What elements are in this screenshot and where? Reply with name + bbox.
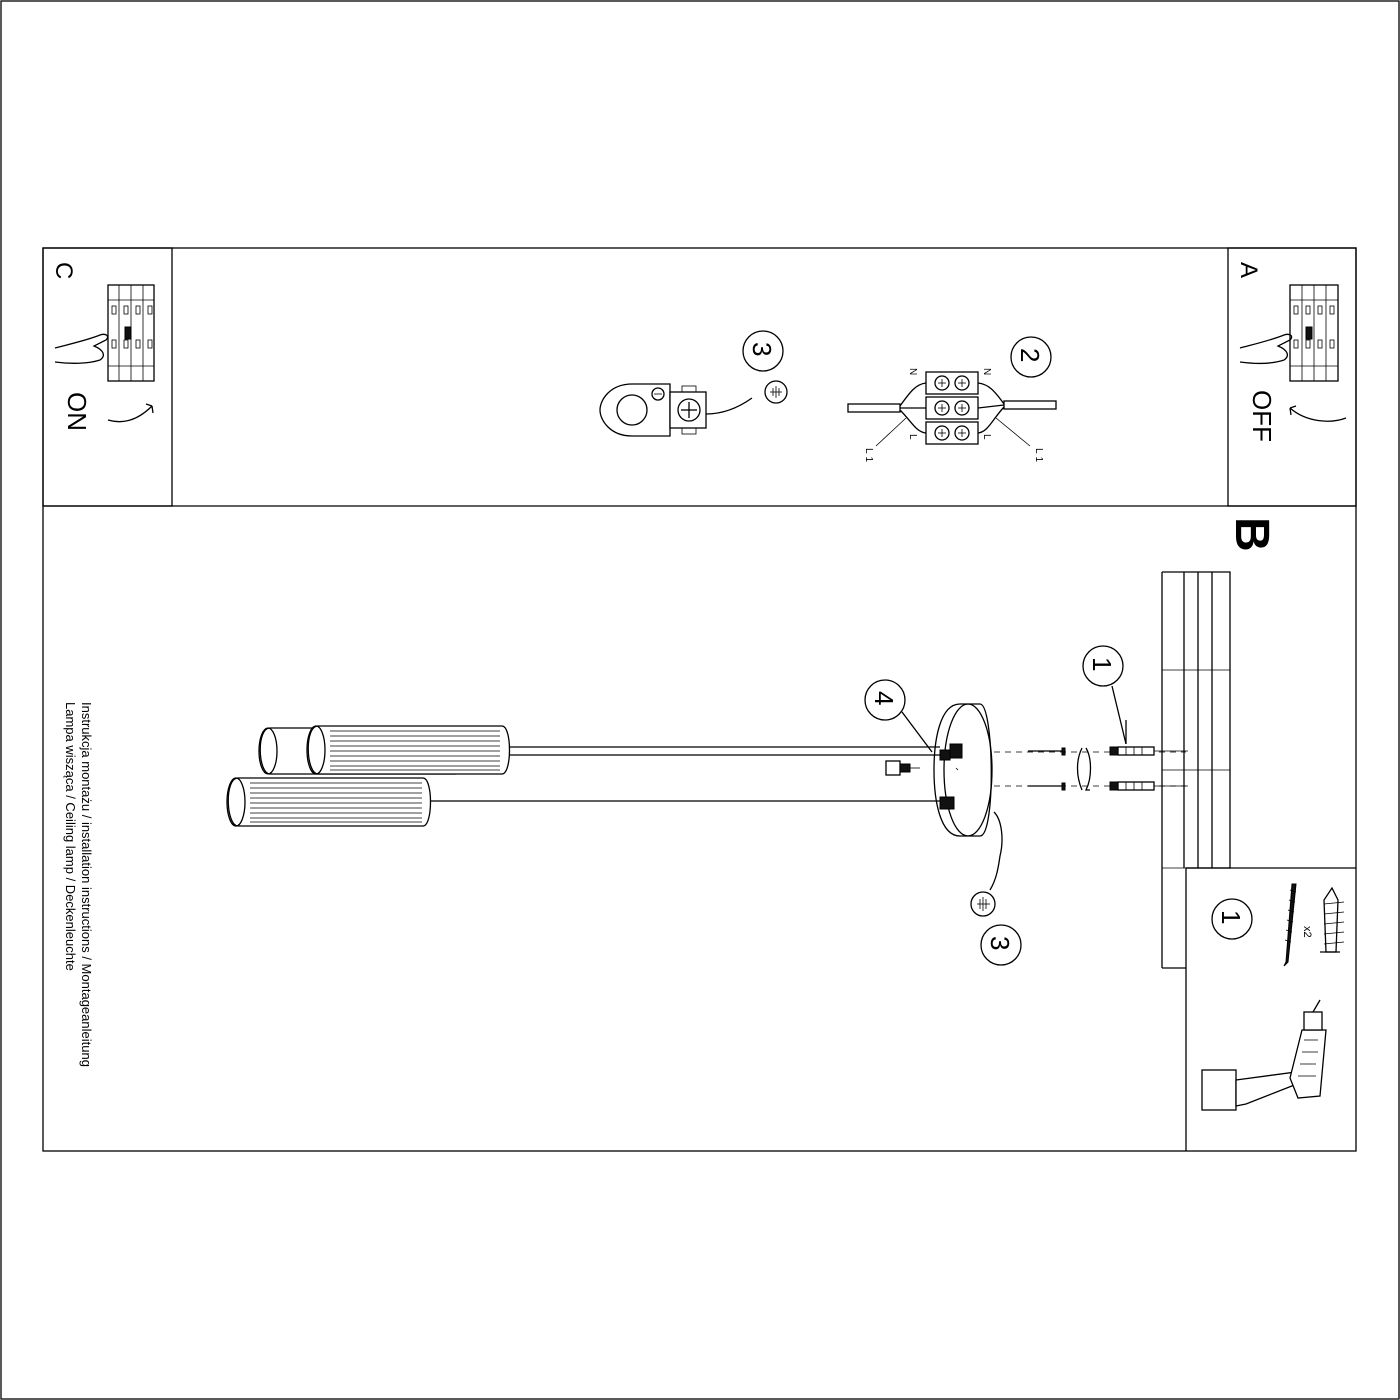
panel-c-letter: C <box>50 262 77 279</box>
wall-plug-icon <box>1109 746 1155 791</box>
screw-icon <box>1028 747 1066 791</box>
wall-plug-icon <box>1320 886 1345 953</box>
svg-text:1: 1 <box>1216 910 1246 924</box>
svg-text:3: 3 <box>985 936 1015 950</box>
step-2-badge: 2 <box>1010 336 1052 378</box>
wire-label-l-left: L <box>907 434 918 440</box>
step-3-badge-top: 3 <box>742 330 784 372</box>
svg-text:4: 4 <box>869 691 899 705</box>
wire-label-l1-right: L1 <box>1033 448 1044 465</box>
svg-text:2: 2 <box>1015 348 1045 362</box>
wire-label-l-right: L <box>981 434 992 440</box>
step-3-badge-bottom: 3 <box>980 924 1022 966</box>
pendant-shade-lower <box>226 777 432 827</box>
ceiling-canopy <box>933 703 1003 891</box>
circuit-breaker-icon <box>1289 284 1339 382</box>
arrow-icon <box>1289 405 1347 422</box>
hand-icon <box>54 333 109 364</box>
ceiling-section <box>1161 571 1231 969</box>
terminal-block-detail <box>847 371 1057 447</box>
step-1-badge-ceiling: 1 <box>1082 645 1124 687</box>
panel-a: A OFF <box>1227 247 1357 507</box>
title-line-2: Lampa wisząca / Ceiling lamp / Deckenleu… <box>63 702 78 971</box>
wire-label-n-left: N <box>907 368 918 375</box>
arrow-icon <box>107 403 154 423</box>
svg-text:1: 1 <box>1087 657 1117 671</box>
kit-box: 1 x2 <box>1185 867 1356 1151</box>
hand-icon <box>1239 333 1293 364</box>
kit-quantity: x2 <box>1301 926 1313 938</box>
panel-a-letter: A <box>1235 262 1262 278</box>
earth-ground-icon <box>764 380 788 404</box>
earth-ground-icon <box>970 891 996 917</box>
power-drill-icon <box>1201 999 1327 1111</box>
earth-terminal-detail <box>599 383 753 437</box>
wire-label-l1-left: L1 <box>863 448 874 465</box>
svg-text:3: 3 <box>747 342 777 356</box>
pendant-shade-front <box>306 725 511 775</box>
canopy-screw: 4 <box>864 679 933 776</box>
step-4-badge: 4 <box>864 679 906 721</box>
suspension-cables <box>431 746 940 802</box>
circuit-breaker-icon <box>107 284 155 382</box>
wire-label-n-right: N <box>981 368 992 375</box>
fixing-hardware: 1 <box>994 645 1188 791</box>
mounting-bracket <box>1076 747 1092 791</box>
title-line-1: Instrukcja montażu / installation instru… <box>79 702 94 1067</box>
step-1-badge-kit: 1 <box>1211 898 1253 940</box>
panel-a-label: OFF <box>1247 390 1277 442</box>
panel-b-letter: B <box>1225 517 1278 552</box>
panel-c: C ON <box>42 247 173 507</box>
screw-icon <box>1283 883 1297 967</box>
panel-c-label: ON <box>62 392 92 431</box>
drawing-frame <box>42 247 1357 1152</box>
